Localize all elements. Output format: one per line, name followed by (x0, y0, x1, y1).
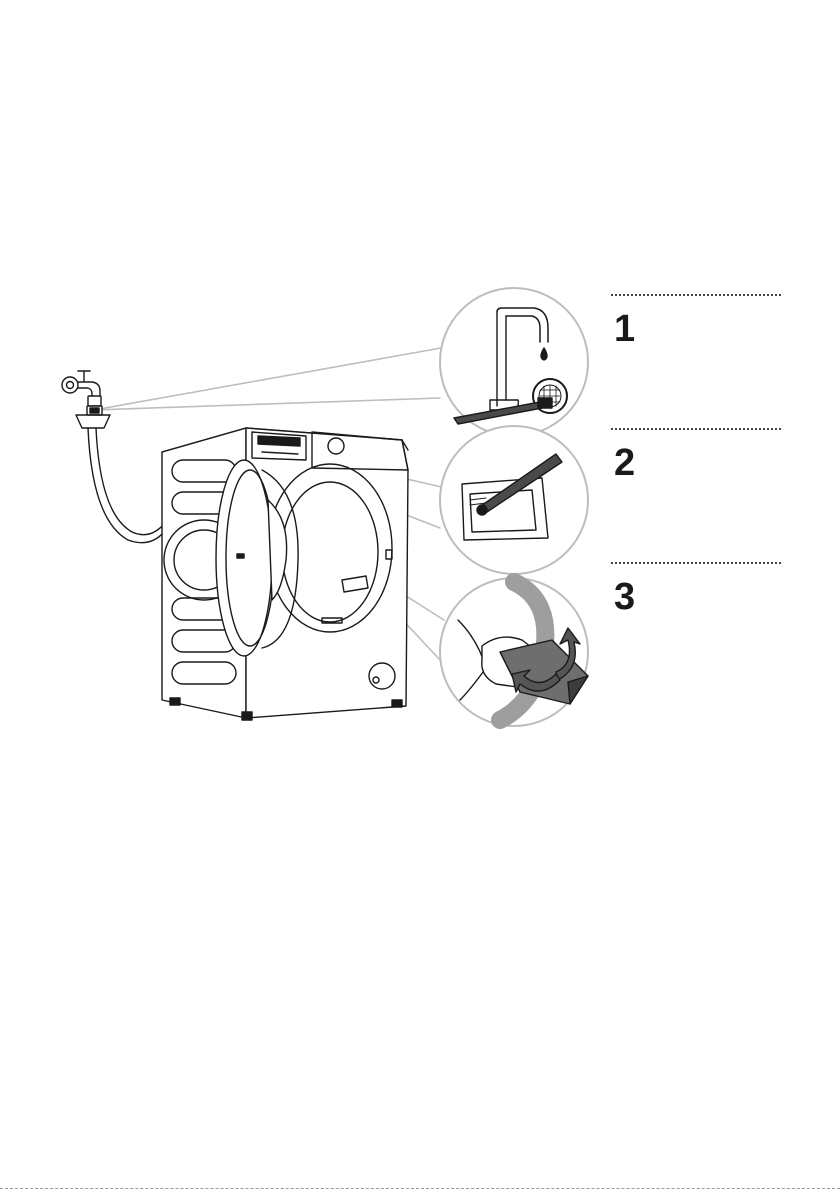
step-number: 3 (614, 578, 781, 616)
step-number: 1 (614, 310, 781, 348)
drain-filter-cap-icon (440, 578, 588, 726)
step-divider (611, 428, 781, 430)
step-1: 1 (611, 294, 781, 348)
water-tap-icon (62, 371, 110, 428)
tap-filter-icon (440, 288, 588, 436)
inlet-hose (88, 428, 164, 543)
washing-machine (162, 428, 408, 720)
step-divider (611, 562, 781, 564)
detergent-drawer-icon (440, 426, 588, 574)
step-number: 2 (614, 444, 781, 482)
step-3: 3 (611, 562, 781, 616)
page-bottom-rule (0, 1188, 840, 1189)
step-2: 2 (611, 428, 781, 482)
step-divider (611, 294, 781, 296)
